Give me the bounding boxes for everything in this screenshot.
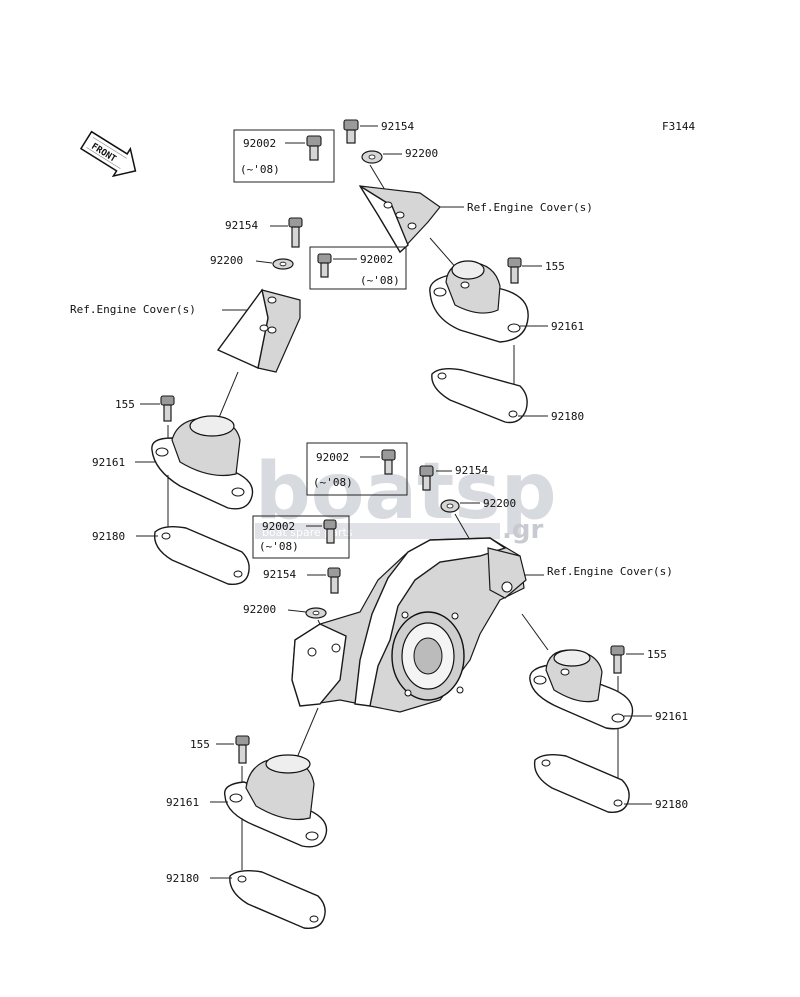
callout-92200-b: 92200: [210, 254, 243, 267]
callout-92154-b: 92154: [225, 219, 258, 232]
watermark-suffix: .gr: [502, 515, 543, 545]
bolt-icon: [306, 135, 322, 161]
bolt-icon: [288, 217, 303, 248]
bolt-icon: [343, 119, 359, 144]
engine-mount-top-right: [429, 260, 529, 343]
ref-engine-cover-c: Ref.Engine Cover(s): [547, 565, 673, 578]
bolt-icon: [419, 465, 434, 491]
bolt-icon: [327, 567, 341, 594]
callout-155-d: 155: [190, 738, 210, 751]
ref-engine-cover-a: Ref.Engine Cover(s): [467, 201, 593, 214]
callout-92002-a: 92002: [243, 137, 276, 150]
bolt-icon: [323, 519, 337, 544]
callout-92002-d-note: (~'08): [259, 540, 299, 553]
engine-bracket-top-left: [216, 288, 301, 373]
callout-92154-a: 92154: [381, 120, 414, 133]
bolt-icon: [381, 449, 396, 475]
front-arrow-icon: FRONT: [79, 130, 137, 178]
callout-92161-b: 92161: [92, 456, 125, 469]
callout-92002-c-note: (~'08): [313, 476, 353, 489]
callout-92200-a: 92200: [405, 147, 438, 160]
bolt-icon: [317, 253, 332, 278]
callout-92200-d: 92200: [243, 603, 276, 616]
callout-92154-c: 92154: [455, 464, 488, 477]
callout-155-a: 155: [545, 260, 565, 273]
callout-92002-c: 92002: [316, 451, 349, 464]
bolt-icon: [610, 645, 625, 674]
callout-155-b: 155: [115, 398, 135, 411]
callout-box-92002-top: [233, 129, 335, 183]
engine-bracket-top-right: [358, 185, 441, 254]
callout-92180-b: 92180: [92, 530, 125, 543]
callout-92154-d: 92154: [263, 568, 296, 581]
watermark: boatsp .gr boat spare parts: [255, 447, 557, 545]
callout-92180-c: 92180: [655, 798, 688, 811]
gasket-bottom-right: [533, 753, 630, 813]
engine-mount-top-left: [151, 415, 254, 510]
gasket-bottom-left: [229, 869, 326, 929]
bolt-icon: [507, 257, 522, 284]
callout-155-c: 155: [647, 648, 667, 661]
callout-92002-b: 92002: [360, 253, 393, 266]
engine-mount-bottom-right: [529, 649, 634, 730]
bolt-icon: [160, 395, 175, 422]
gasket-top-left: [153, 525, 250, 585]
drive-housing: [291, 537, 527, 713]
callout-92002-d: 92002: [262, 520, 295, 533]
callout-92002-a-note: (~'08): [240, 163, 280, 176]
callout-box-92002-mid: [309, 246, 407, 290]
callout-box-92002-center: [306, 442, 408, 496]
callout-92161-c: 92161: [655, 710, 688, 723]
engine-mount-bottom-left: [223, 754, 328, 848]
callout-92161-a: 92161: [551, 320, 584, 333]
bolt-icon: [235, 735, 250, 764]
callout-92200-c: 92200: [483, 497, 516, 510]
ref-engine-cover-b: Ref.Engine Cover(s): [70, 303, 196, 316]
callout-92161-d: 92161: [166, 796, 199, 809]
callout-box-92002-lower: [252, 515, 350, 559]
gasket-top-right: [431, 367, 528, 424]
callout-92180-a: 92180: [551, 410, 584, 423]
watermark-main: boatsp: [255, 447, 557, 537]
callout-92180-d: 92180: [166, 872, 199, 885]
callout-92002-b-note: (~'08): [360, 274, 400, 287]
figure-code: F3144: [662, 120, 695, 133]
